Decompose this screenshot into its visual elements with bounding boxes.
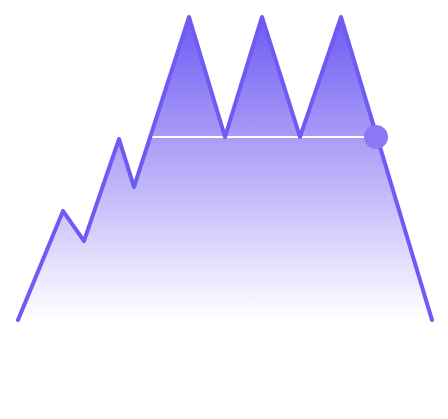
- mountain-area: [18, 17, 432, 320]
- mountain-outline: [16, 15, 434, 322]
- level-marker-dot: [364, 125, 388, 149]
